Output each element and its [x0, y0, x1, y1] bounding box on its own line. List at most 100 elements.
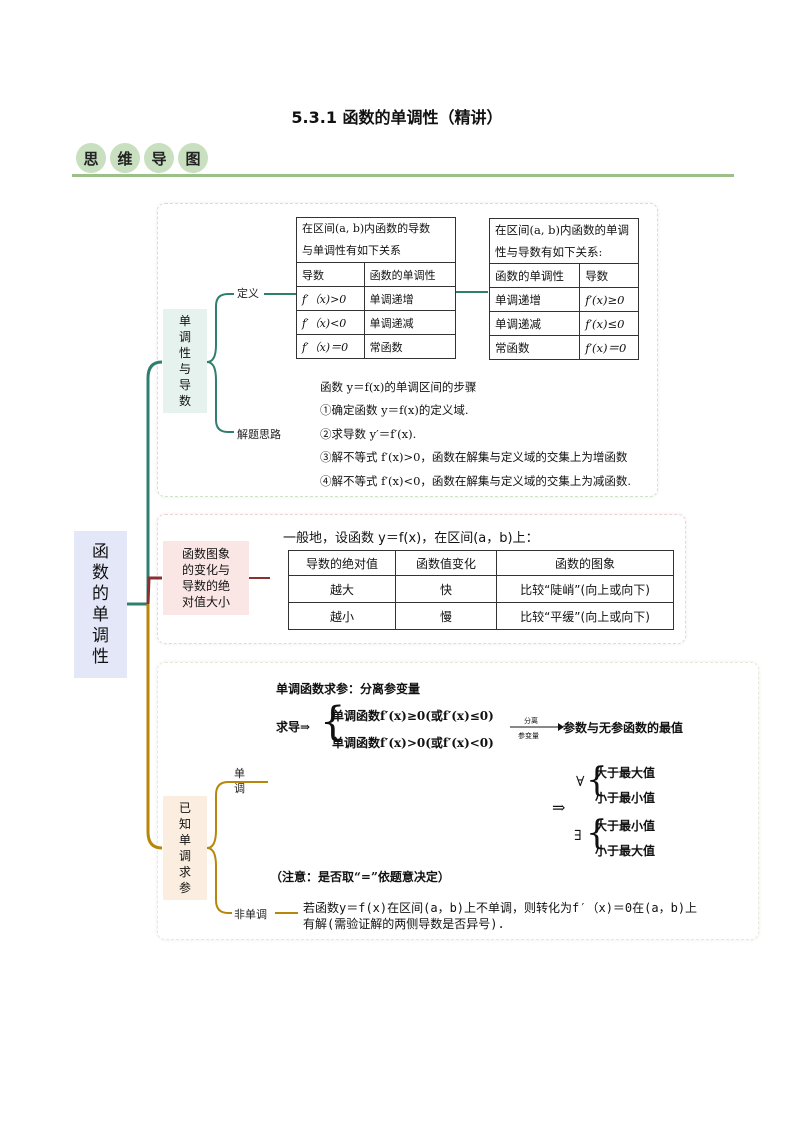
branch-char: 单 — [234, 767, 245, 780]
table-cell: 比较“陡峭”(向上或向下) — [496, 575, 674, 603]
table-cell: 越小 — [288, 602, 396, 630]
result-text: 参数与无参函数的最值 — [563, 721, 684, 735]
mind-map-banner: 思 维 导 图 — [76, 143, 208, 175]
table-header: 函数的单调性 — [363, 262, 457, 287]
section2-node: 函数图象 的变化与 导数的绝 对值大小 — [163, 541, 249, 615]
table-cell: f′（x)>0 — [296, 286, 365, 311]
method-title: 单调函数求参：分离参变量 — [276, 682, 421, 696]
table-cell: 单调递减 — [363, 310, 457, 335]
left-brace-icon: { — [586, 813, 608, 853]
table-cell: 单调递减 — [488, 311, 581, 336]
arrow-top-label: 分离 — [524, 717, 538, 725]
exists-case: 大于最小值 — [595, 819, 656, 833]
table-caption-line: 性与导数有如下关系: — [495, 245, 603, 259]
table-cell: 比较“平缓”(向上或向下) — [496, 602, 674, 630]
exists-case: 小于最大值 — [595, 844, 656, 858]
step-item: ②求导数 y′＝f′(x). — [320, 427, 417, 441]
table-caption-line: 在区间(a, b)内函数的单调 — [495, 223, 630, 237]
table-cell: f′(x)≥0 — [579, 287, 639, 312]
forall-case: 大于最大值 — [595, 766, 656, 780]
derive-prefix: 求导⇒ — [276, 720, 311, 734]
right-arrow-icon — [510, 723, 564, 731]
node-char: 调 — [178, 330, 191, 344]
arrow-bottom-label: 参变量 — [518, 732, 539, 740]
derivative-monotonicity-table-b: 在区间(a, b)内函数的单调 性与导数有如下关系: 函数的单调性导数 单调递增… — [488, 218, 639, 360]
branch-nonmonotonic: 非单调 — [234, 908, 267, 921]
table-cell: f′（x)<0 — [296, 310, 365, 335]
steps-title: 函数 y＝f(x)的单调区间的步骤 — [320, 380, 477, 394]
node-char: 已 — [178, 801, 191, 815]
implies-icon: ⇒ — [552, 798, 566, 817]
text-line: 若函数y＝f(x)在区间(a，b)上不单调，则转化为f′（x)＝0在(a，b)上 — [303, 901, 698, 915]
table-header: 导数 — [579, 263, 639, 288]
node-char: 单 — [178, 314, 191, 328]
node-line: 函数图象 — [181, 547, 230, 561]
branch-char: 调 — [234, 782, 245, 795]
banner-char: 图 — [178, 143, 208, 173]
absolute-derivative-table: 导数的绝对值 函数值变化 函数的图象 越大 快 比较“陡峭”(向上或向下) 越小… — [288, 550, 674, 630]
table-cell: 快 — [395, 575, 497, 603]
root-char: 调 — [92, 625, 109, 646]
node-char: 调 — [178, 849, 191, 863]
node-char: 性 — [178, 346, 191, 360]
node-char: 参 — [178, 881, 191, 895]
table-header: 函数的图象 — [496, 550, 674, 576]
table-caption-line: 与单调性有如下关系 — [302, 244, 401, 257]
node-char: 导 — [178, 378, 191, 392]
banner-char: 导 — [144, 143, 174, 173]
forall-case: 小于最小值 — [595, 791, 656, 805]
table-cell: f′(x)≤0 — [579, 311, 639, 336]
node-char: 知 — [178, 817, 191, 831]
banner-char: 思 — [76, 143, 106, 173]
root-char: 数 — [92, 562, 109, 583]
table-cell: f′(x)＝0 — [579, 335, 639, 360]
table-cell: 慢 — [395, 602, 497, 630]
banner-char: 维 — [110, 143, 140, 173]
banner-divider — [72, 174, 734, 177]
left-brace-icon: { — [320, 699, 346, 745]
root-char: 函 — [92, 541, 109, 562]
root-node: 函 数 的 单 调 性 — [74, 531, 127, 678]
nonmonotonic-text: 若函数y＝f(x)在区间(a，b)上不单调，则转化为f′（x)＝0在(a，b)上… — [303, 900, 753, 932]
table-cell: 单调递增 — [363, 286, 457, 311]
table-header: 函数的单调性 — [488, 263, 581, 288]
table-header: 函数值变化 — [395, 550, 497, 576]
section1-node: 单 调 性 与 导 数 — [163, 309, 207, 413]
table-cell: 单调递增 — [488, 287, 581, 312]
section3-panel — [157, 662, 759, 940]
node-char: 数 — [178, 394, 191, 408]
table-header: 导数 — [296, 262, 365, 287]
branch-monotonic: 单 调 — [234, 766, 245, 796]
table-cell: f′（x)＝0 — [296, 334, 365, 359]
equality-note: （注意：是否取“=”依题意决定） — [270, 870, 450, 884]
case-nonstrict: 单调函数f′(x)≥0(或f′(x)≤0) — [332, 709, 494, 723]
forall-icon: ∀ — [576, 774, 585, 790]
page-title: 5.3.1 函数的单调性（精讲） — [291, 108, 503, 127]
node-char: 求 — [178, 865, 191, 879]
root-char: 单 — [92, 604, 109, 625]
derivative-monotonicity-table-a: 在区间(a, b)内函数的导数 与单调性有如下关系 导数函数的单调性 f′（x)… — [296, 217, 457, 359]
branch-definition: 定义 — [237, 287, 259, 300]
exists-icon: ∃ — [574, 828, 582, 844]
section2-intro: 一般地，设函数 y＝f(x)，在区间(a，b)上： — [283, 531, 539, 546]
node-line: 的变化与 — [181, 563, 230, 577]
table-cell: 常函数 — [488, 335, 581, 360]
node-line: 导数的绝 — [181, 579, 230, 593]
node-line: 对值大小 — [181, 595, 230, 609]
root-char: 性 — [92, 646, 109, 667]
node-char: 与 — [178, 362, 191, 376]
left-brace-icon: { — [586, 760, 608, 800]
table-caption-line: 在区间(a, b)内函数的导数 — [302, 222, 431, 235]
section1-panel — [157, 203, 658, 497]
branch-approach: 解题思路 — [237, 428, 281, 441]
section3-node: 已 知 单 调 求 参 — [163, 796, 207, 900]
step-item: ③解不等式 f′(x)>0，函数在解集与定义域的交集上为增函数 — [320, 450, 628, 464]
case-strict: 单调函数f′(x)>0(或f′(x)<0) — [332, 736, 494, 750]
table-cell: 越大 — [288, 575, 396, 603]
table-header: 导数的绝对值 — [288, 550, 396, 576]
root-char: 的 — [92, 583, 109, 604]
step-item: ④解不等式 f′(x)<0，函数在解集与定义域的交集上为减函数. — [320, 474, 632, 488]
node-char: 单 — [178, 833, 191, 847]
step-item: ①确定函数 y＝f(x)的定义域. — [320, 403, 469, 417]
